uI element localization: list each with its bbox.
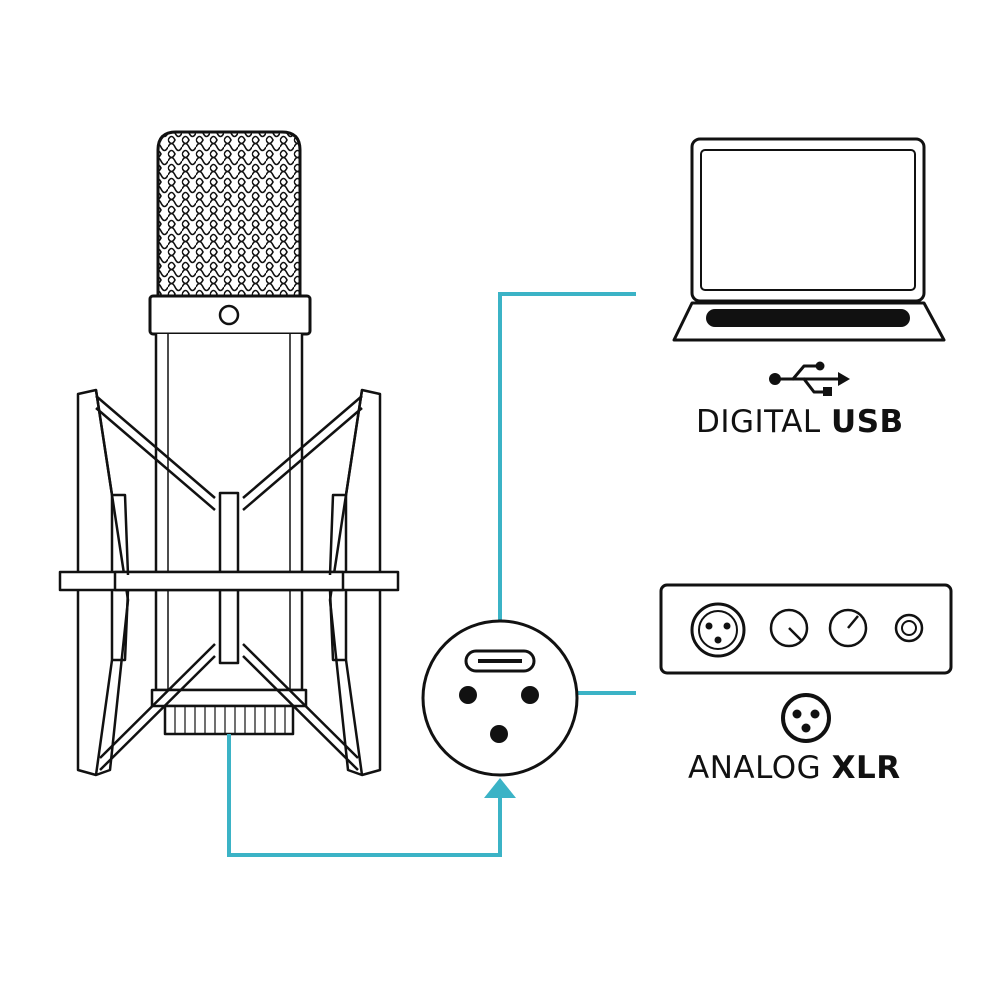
microphone-base-knurl [163, 704, 295, 736]
connector-icon [421, 619, 579, 777]
shock-mount [58, 388, 400, 777]
gain-knob-1 [769, 608, 809, 648]
usb-cable [498, 292, 636, 658]
xlr-label-prefix: ANALOG [688, 750, 822, 786]
arrow-up-icon [484, 778, 516, 798]
xlr-input-jack [690, 602, 746, 658]
usb-label-suffix: USB [831, 404, 904, 440]
digital-usb-label: DIGITAL USB [696, 404, 904, 440]
microphone-grille [156, 130, 302, 298]
microphone-indicator [218, 304, 240, 326]
audio-interface-icon [659, 583, 953, 675]
microphone-base-ring [150, 688, 308, 708]
laptop-icon [672, 137, 946, 342]
xlr-label-suffix: XLR [831, 750, 901, 786]
xlr-symbol-icon [781, 693, 831, 743]
usb-symbol-icon [769, 361, 850, 396]
headphone-jack [894, 613, 924, 643]
microphone-icon [58, 130, 400, 777]
mic-cable [227, 734, 502, 857]
laptop-keyboard [706, 309, 910, 327]
analog-xlr-label: ANALOG XLR [688, 750, 901, 786]
gain-knob-2 [828, 608, 868, 648]
usb-label-prefix: DIGITAL [696, 404, 821, 440]
